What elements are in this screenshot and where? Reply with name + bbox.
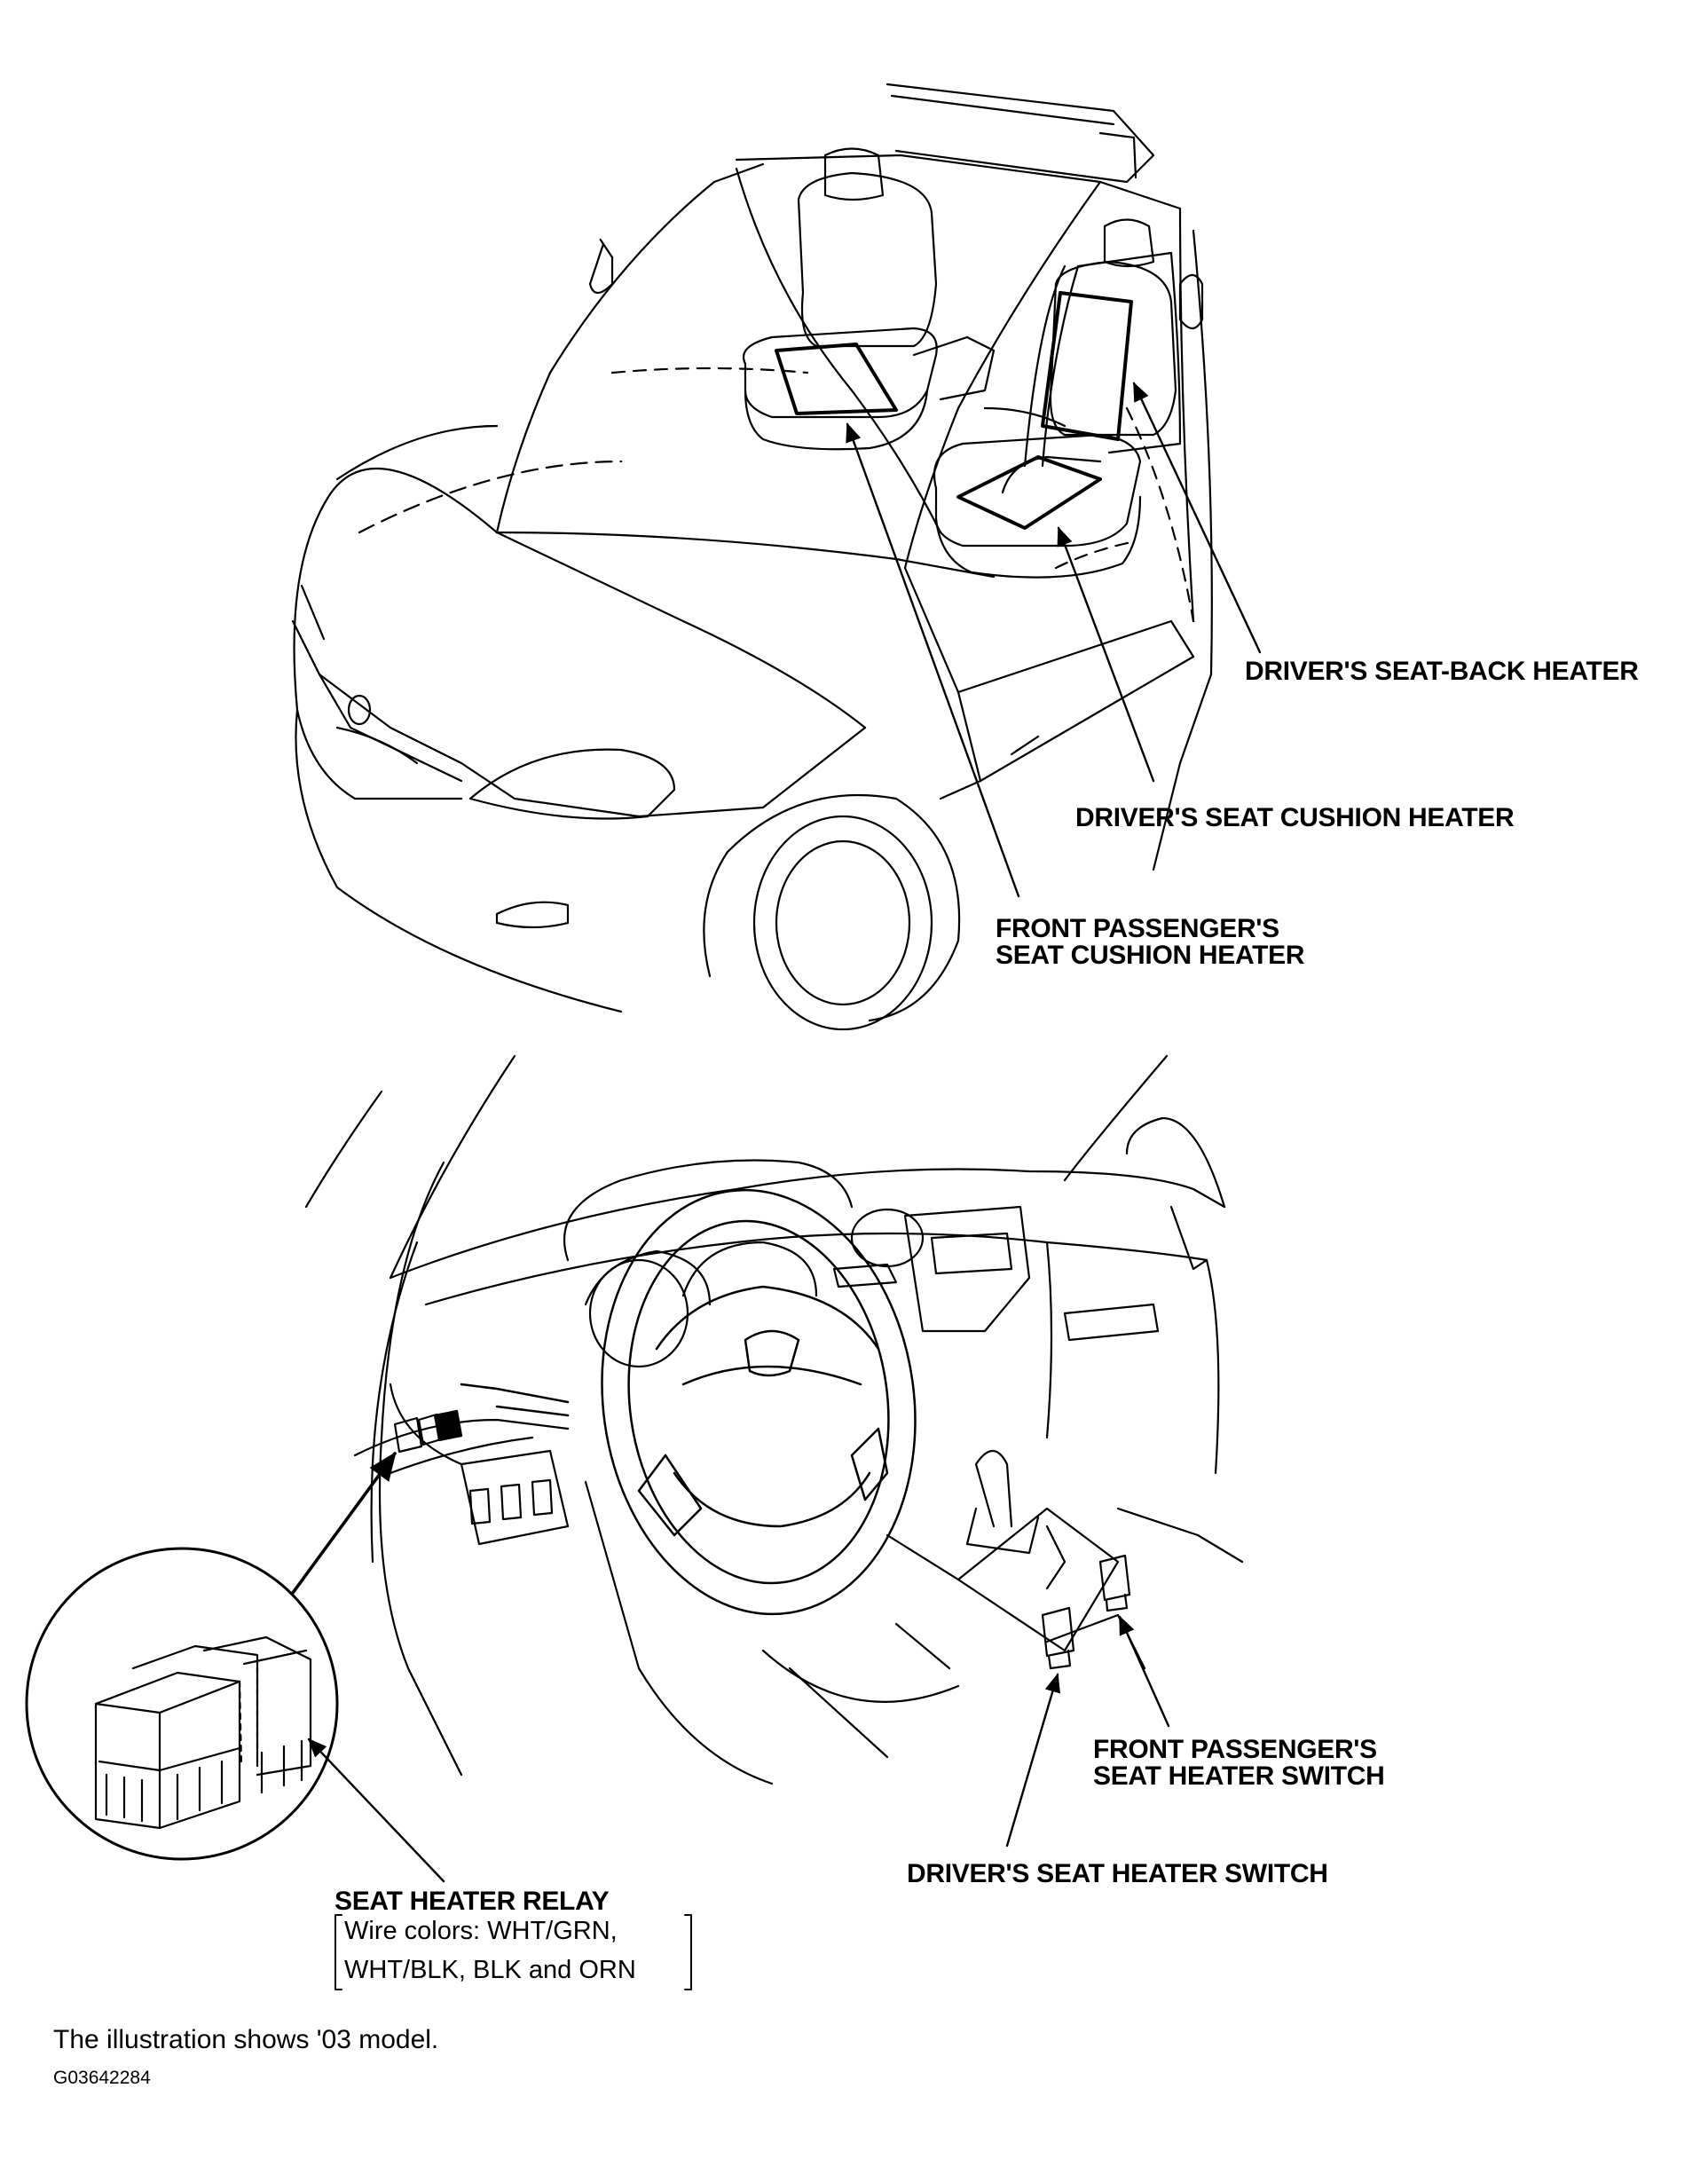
driver-seat-back-heater-pad — [1041, 291, 1133, 441]
leader-seat-back — [1132, 382, 1262, 654]
leader-passenger-cushion — [846, 422, 1020, 898]
leader-passenger-switch — [1118, 1615, 1170, 1728]
relay-detail-magnifier — [25, 1547, 339, 1861]
leader-relay-to-dash — [291, 1451, 397, 1595]
label-seat-heater-relay: SEAT HEATER RELAY — [335, 1887, 610, 1916]
leader-driver-switch — [1005, 1673, 1061, 1848]
steering-wheel — [460, 1188, 917, 1616]
leader-lines-top — [846, 382, 1262, 898]
leader-driver-cushion — [1057, 526, 1155, 783]
passenger-seat-heater-switch-shape — [1098, 1554, 1131, 1612]
relay-location-on-dash — [393, 1409, 463, 1454]
illustration-note: The illustration shows '03 model. — [53, 2025, 439, 2054]
label-passenger-heater-switch-2: SEAT HEATER SWITCH — [1093, 1761, 1385, 1791]
label-passenger-cushion-heater-1: FRONT PASSENGER'S — [996, 914, 1279, 943]
label-driver-heater-switch: DRIVER'S SEAT HEATER SWITCH — [907, 1859, 1328, 1888]
figure-code: G03642284 — [53, 2068, 151, 2088]
label-passenger-cushion-heater-2: SEAT CUSHION HEATER — [996, 941, 1305, 970]
heater-pads — [775, 291, 1133, 530]
label-passenger-heater-switch-1: FRONT PASSENGER'S — [1093, 1735, 1377, 1764]
wire-colors-bracket — [335, 1914, 692, 1990]
label-wire-colors-2: WHT/BLK, BLK and ORN — [344, 1956, 636, 1984]
leader-lines-bottom — [291, 1451, 1170, 1883]
dashboard-drawing — [304, 1054, 1244, 1785]
driver-seat-heater-switch-shape — [1041, 1606, 1075, 1670]
vehicle-drawing — [291, 83, 1213, 1031]
passenger-cushion-heater-pad — [775, 343, 898, 415]
label-driver-seat-cushion-heater: DRIVER'S SEAT CUSHION HEATER — [1075, 803, 1515, 832]
label-wire-colors-1: Wire colors: WHT/GRN, — [344, 1917, 618, 1945]
leader-relay — [307, 1738, 445, 1883]
driver-cushion-heater-pad — [956, 455, 1102, 530]
label-driver-seat-back-heater: DRIVER'S SEAT-BACK HEATER — [1245, 657, 1639, 686]
